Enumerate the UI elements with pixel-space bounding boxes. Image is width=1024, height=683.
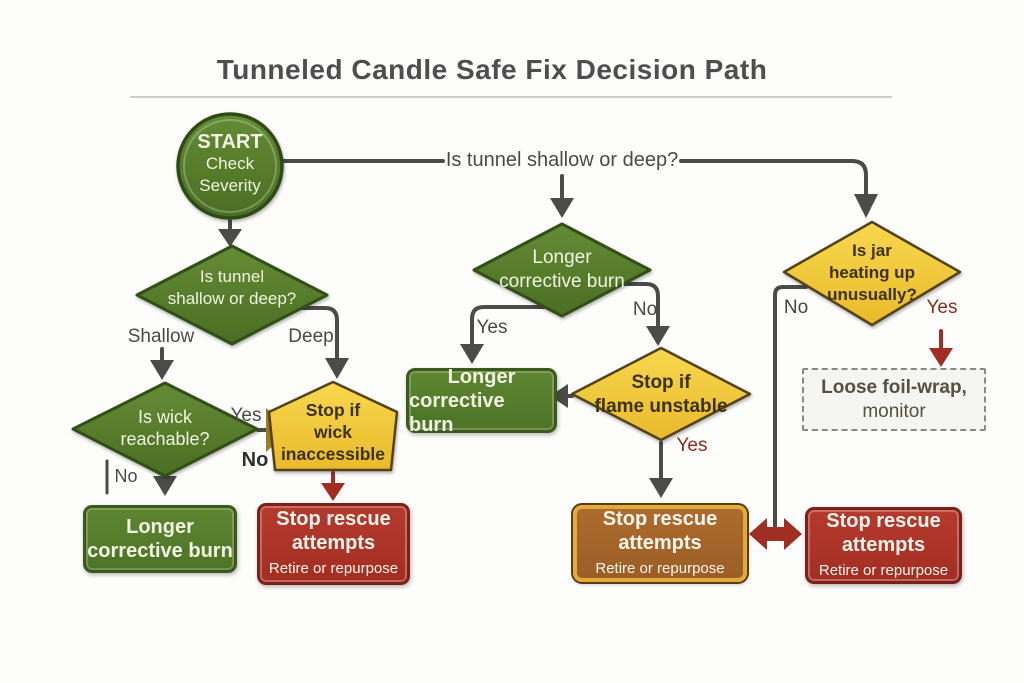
start-node-inner-ring: [183, 119, 277, 213]
pentagon-stop-wick-inaccessible: [267, 380, 399, 472]
arrowhead-mid-yes: [460, 344, 484, 364]
edge-question-to-jar: [679, 159, 868, 198]
arrowhead-mid-no: [646, 326, 670, 346]
box-stop-rescue-mid: Stop rescue attempts Retire or repurpose: [571, 503, 749, 584]
arrowheads-dark: [150, 194, 878, 498]
edge-mid-no: [621, 282, 660, 330]
title-divider: [130, 96, 892, 98]
arrowhead-deep: [325, 358, 349, 379]
arrowhead-to-jar: [854, 194, 878, 218]
start-node: [176, 112, 284, 220]
decision-jar-heating-label: Is jar heating up unusually?: [827, 241, 917, 304]
edge-jar-no: [773, 285, 808, 528]
arrowhead-flame-left: [550, 384, 568, 408]
decision-flame-unstable: [570, 346, 752, 442]
arrowhead-pentagon-down: [321, 483, 345, 501]
edge-label-jar-yes: Yes: [926, 297, 958, 318]
arrowhead-to-mid: [550, 198, 574, 218]
edge-deep: [300, 306, 339, 362]
edge-label-wick-yes: Yes: [230, 405, 262, 426]
edge-label-wick-no-small: No: [114, 466, 138, 486]
pentagon-stop-wick-label: Stop if wick inaccessible: [280, 400, 386, 464]
edge-label-flame-yes: Yes: [676, 435, 708, 456]
decision-tunnel-depth-label: Is tunnel shallow or deep?: [167, 267, 297, 308]
edge-label-jar-no: No: [783, 297, 809, 318]
edge-label-deep: Deep: [288, 326, 334, 347]
edge-label-top-question: Is tunnel shallow or deep?: [445, 149, 679, 171]
edge-label-mid-no: No: [632, 299, 658, 320]
box-stop-rescue-left: Stop rescue attempts Retire or repurpose: [257, 503, 410, 585]
page-title: Tunneled Candle Safe Fix Decision Path: [216, 54, 768, 85]
decision-jar-heating: [782, 220, 962, 327]
decision-corrective-burn-label: Longer corrective burn: [499, 247, 625, 292]
connector-lines-red: [331, 329, 943, 486]
box-stop-rescue-right: Stop rescue attempts Retire or repurpose: [805, 507, 962, 584]
decision-wick-reachable: [71, 381, 259, 478]
decision-wick-reachable-label: Is wick reachable?: [120, 407, 210, 449]
edge-label-mid-yes: Yes: [476, 317, 508, 338]
arrowheads-red: [321, 348, 953, 550]
edge-mid-yes: [470, 305, 547, 348]
decision-tunnel-depth: [135, 244, 329, 346]
edge-label-wick-no-bold: No: [241, 449, 269, 471]
box-longer-corrective-burn-left: Longer corrective burn: [83, 505, 237, 573]
box-loose-foil-wrap: Loose foil-wrap, monitor: [802, 368, 986, 431]
edge-label-shallow: Shallow: [127, 326, 195, 347]
arrowhead-wick-no: [153, 476, 177, 496]
arrowhead-jar-yes: [929, 348, 953, 367]
arrowhead-shallow: [150, 360, 174, 380]
double-arrow-icon: [749, 518, 802, 550]
start-node-label: START Check Severity: [197, 131, 263, 195]
box-longer-corrective-burn-mid: Longer corrective burn: [406, 366, 557, 436]
decision-corrective-burn: [472, 222, 652, 318]
arrowhead-flame-down: [649, 478, 673, 498]
decision-flame-unstable-label: Stop if flame unstable: [594, 372, 728, 417]
arrowhead-start-down: [218, 229, 242, 247]
